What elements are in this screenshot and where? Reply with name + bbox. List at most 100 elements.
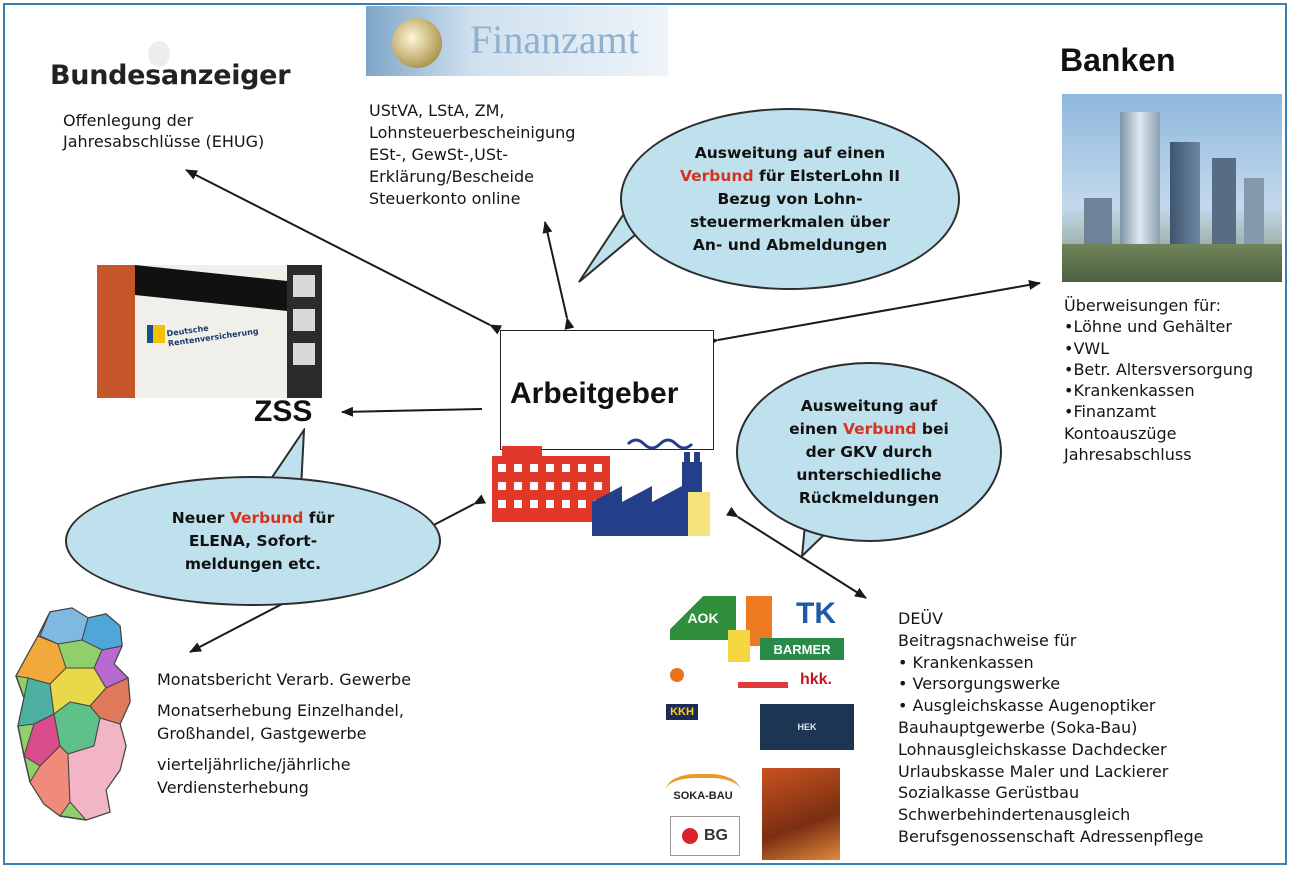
bubble-text: Ausweitung auf <box>800 396 938 415</box>
text-line: • Ausgleichskasse Augenoptiker <box>898 696 1156 716</box>
arrow-kassen <box>726 506 867 599</box>
text-line <box>157 745 411 753</box>
text-line: ESt-, GewSt-,USt- <box>369 145 509 164</box>
bubble-text: für <box>303 508 335 527</box>
text-line: Erklärung/Bescheide <box>369 167 534 186</box>
bubble-line: unterschiedliche <box>789 464 949 487</box>
highlight-word: Verbund <box>679 166 754 185</box>
bundesanzeiger-logo: Bundesanzeiger <box>50 60 291 91</box>
highlight-word: Verbund <box>842 419 917 438</box>
zss-label: ZSS <box>254 395 313 428</box>
text-line: Monatsbericht Verarb. Gewerbe <box>157 670 412 689</box>
bubble-line: An- und Abmeldungen <box>680 234 900 257</box>
aok-logo: AOK <box>670 596 736 640</box>
bubble-text: einen <box>789 419 843 438</box>
finanzamt-banner: Finanzamt <box>366 6 668 76</box>
bubble-line: Verbund für ElsterLohn II <box>680 165 900 188</box>
bubble-text: Bezug von Lohn- <box>717 189 863 208</box>
highlight-word: Verbund <box>229 508 304 527</box>
company-buildings-illustration <box>492 438 710 536</box>
text-line: •Finanzamt <box>1064 402 1157 422</box>
bubble-line: einen Verbund bei <box>789 418 949 441</box>
text-line: Lohnsteuerbescheinigung <box>369 123 576 142</box>
text-line: Beitragsnachweise für <box>898 630 1077 650</box>
arbeitgeber-box <box>500 330 714 450</box>
barmer-logo: BARMER <box>760 638 844 660</box>
text-line <box>157 691 411 699</box>
soka-bau-logo: SOKA-BAU <box>666 774 740 814</box>
text-line: Kontoauszüge <box>1064 423 1177 443</box>
text-line: • Krankenkassen <box>898 652 1034 672</box>
drv-logo-icon <box>147 325 165 343</box>
banken-text: Überweisungen für:•Löhne und Gehälter•VW… <box>1064 295 1253 465</box>
arrow-zss <box>341 406 483 417</box>
text-line: Jahresabschluss <box>1064 445 1192 465</box>
text-line: Sozialkasse Gerüstbau <box>898 783 1080 803</box>
bubble-line: Ausweitung auf einen <box>680 142 900 165</box>
bg-logo: BG <box>670 816 740 856</box>
text-line: Bauhauptgewerbe (Soka-Bau) <box>898 717 1138 737</box>
text-line: Urlaubskasse Maler und Lackierer <box>898 761 1169 781</box>
text-line: vierteljährliche/jährliche <box>157 755 351 774</box>
text-line: Offenlegung der <box>63 111 194 130</box>
tk-logo: TK <box>796 597 836 630</box>
outer-frame <box>3 3 1287 865</box>
bubble-line: Bezug von Lohn- <box>680 188 900 211</box>
text-line: Schwerbehindertenausgleich <box>898 805 1131 825</box>
kkh-logo: KKH <box>666 704 698 720</box>
bubble-text: ELENA, Sofort- <box>188 531 318 550</box>
bg-emblem-icon <box>682 828 698 844</box>
arrow-bundesanzeiger <box>185 169 503 335</box>
coin-icon <box>392 18 442 68</box>
bubble-text: Ausweitung auf einen <box>694 143 886 162</box>
text-line: UStVA, LStA, ZM, <box>369 101 505 120</box>
bubble-text: steuermerkmalen über <box>689 212 891 231</box>
text-line: Berufsgenossenschaft Adressenpflege <box>898 826 1204 846</box>
text-line: Großhandel, Gastgewerbe <box>157 724 367 743</box>
hek-logo: HEK <box>760 704 854 750</box>
bubble-line: ELENA, Sofort- <box>172 530 334 553</box>
text-line: Verdiensterhebung <box>157 778 309 797</box>
text-line: DEÜV <box>898 609 944 628</box>
banken-title: Banken <box>1060 42 1176 78</box>
bubble-line: steuermerkmalen über <box>680 211 900 234</box>
text-line: •Betr. Altersversorgung <box>1064 359 1254 379</box>
kk-logo <box>738 682 788 688</box>
text-line: Lohnausgleichskasse Dachdecker <box>898 739 1167 759</box>
bubble-text: meldungen etc. <box>184 554 322 573</box>
bubble-line: meldungen etc. <box>172 553 334 576</box>
hamburg-muenchener-logo <box>670 668 734 688</box>
bubble-text: An- und Abmeldungen <box>692 235 888 254</box>
bubble-line: der GKV durch <box>789 441 949 464</box>
bubble-line: Ausweitung auf <box>789 395 949 418</box>
bubble-text: der GKV durch <box>805 442 933 461</box>
eagle-emblem-icon <box>148 41 170 67</box>
bubble-text: Neuer <box>171 508 230 527</box>
arrow-finanzamt <box>542 221 575 330</box>
text-line: •Löhne und Gehälter <box>1064 317 1232 337</box>
text-line: Steuerkonto online <box>369 189 521 208</box>
bubble-text: für ElsterLohn II <box>753 166 900 185</box>
kassen-text: DEÜV Beitragsnachweise für• Krankenkassen… <box>898 608 1204 848</box>
text-line: Monatserhebung Einzelhandel, <box>157 701 404 720</box>
hkk-logo: hkk. <box>799 671 832 688</box>
worker-photo <box>762 768 840 860</box>
text-line: Jahresabschlüsse (EHUG) <box>63 132 265 151</box>
text-line: •Krankenkassen <box>1064 381 1195 401</box>
bubble-line: Rückmeldungen <box>789 487 949 510</box>
bubble-line: Neuer Verbund für <box>172 507 334 530</box>
bubble-text: bei <box>916 419 949 438</box>
text-line: Überweisungen für: <box>1064 296 1221 315</box>
bubble-text: Rückmeldungen <box>798 488 940 507</box>
finanzamt-logo-text: Finanzamt <box>470 17 639 62</box>
bubble-text: unterschiedliche <box>796 465 942 484</box>
germany-states-map <box>15 607 131 821</box>
